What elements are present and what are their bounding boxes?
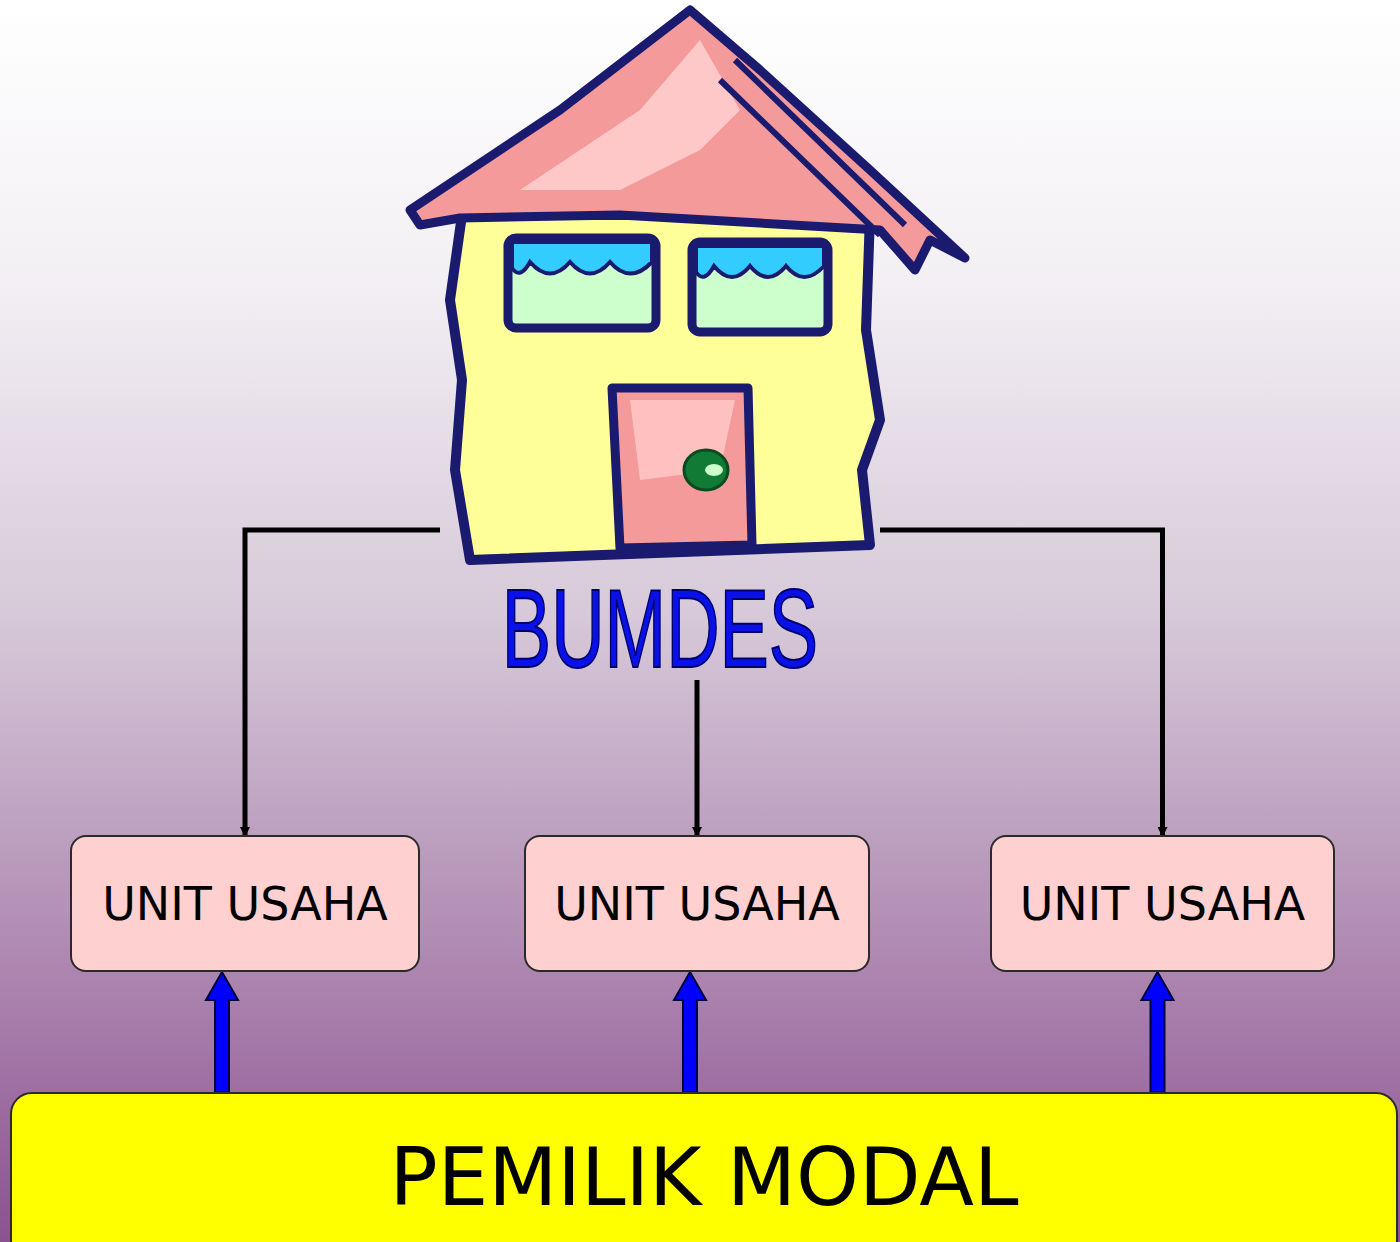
process-box: UNIT USAHA [524, 835, 870, 972]
node-label: UNIT USAHA [554, 877, 840, 931]
title-label: BUMDES [502, 573, 818, 685]
door-highlight [630, 400, 735, 480]
window-curtain [512, 242, 652, 274]
house-node: BUMDES [440, 5, 880, 680]
connector-line [695, 680, 700, 835]
window [692, 242, 828, 332]
window-curtain [696, 246, 824, 277]
roof-stroke [720, 60, 905, 235]
node-label: UNIT USAHA [102, 877, 388, 931]
process-box: UNIT USAHA [990, 835, 1335, 972]
flow-arrow [1142, 972, 1174, 1092]
flow-arrow [206, 972, 238, 1092]
roof-highlight [520, 40, 740, 190]
door-knob-shine [705, 464, 723, 476]
door-knob [684, 450, 728, 490]
node-label: PEMILIK MODAL [390, 1131, 1019, 1224]
flow-arrow [674, 972, 706, 1092]
connector-line [880, 530, 1163, 835]
connector-line [245, 530, 440, 835]
process-box: UNIT USAHA [70, 835, 420, 972]
node-label: UNIT USAHA [1020, 877, 1306, 931]
house-roof [410, 10, 965, 270]
house-wall [450, 215, 880, 560]
owner-band: PEMILIK MODAL [10, 1092, 1398, 1242]
house-door [612, 388, 752, 548]
window [508, 238, 656, 328]
